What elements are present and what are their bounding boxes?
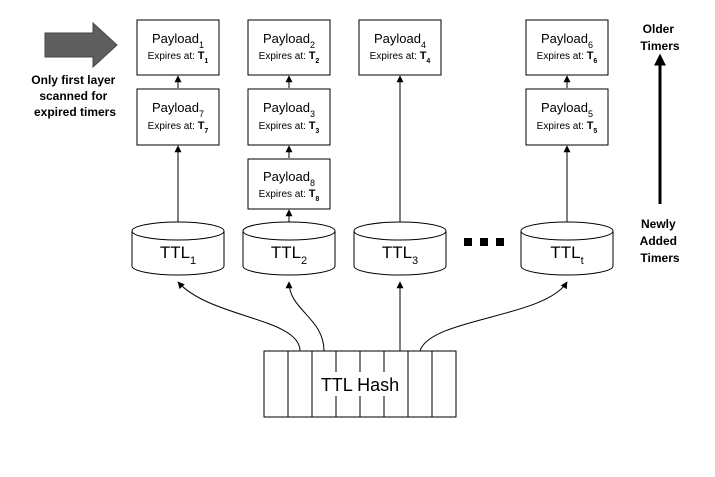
- svg-text:Payload5: Payload5: [541, 100, 593, 119]
- svg-text:Expires at: T1: Expires at: T1: [148, 50, 209, 65]
- ttl-bucket-1: TTL1: [131, 221, 225, 276]
- svg-text:TTL1: TTL1: [160, 243, 196, 267]
- newly-added-timers-label: Newly Added Timers: [640, 217, 681, 265]
- ttl-bucket-2: TTL2: [242, 221, 336, 276]
- svg-text:TTL3: TTL3: [382, 243, 418, 267]
- svg-text:Expires at: T5: Expires at: T5: [537, 120, 598, 135]
- svg-text:Expires at: T3: Expires at: T3: [259, 120, 320, 135]
- payload-p5: Payload5 Expires at: T5: [525, 88, 609, 146]
- older-timers-label: Older Timers: [640, 22, 679, 53]
- svg-text:Payload7: Payload7: [152, 100, 204, 119]
- svg-text:Payload4: Payload4: [374, 31, 426, 50]
- scan-arrow-icon: [44, 21, 118, 69]
- ttl-bucket-3: TTL3: [353, 221, 447, 276]
- svg-text:Payload6: Payload6: [541, 31, 593, 50]
- ellipsis-icon: [464, 238, 504, 246]
- payload-p1: Payload1 Expires at: T1: [136, 19, 220, 76]
- svg-text:TTLt: TTLt: [550, 243, 583, 267]
- svg-text:Payload1: Payload1: [152, 31, 204, 50]
- payload-p7: Payload7 Expires at: T7: [136, 88, 220, 146]
- ttl-hash-table: TTL Hash: [263, 350, 457, 418]
- svg-text:Expires at: T7: Expires at: T7: [148, 120, 209, 135]
- payload-p2: Payload2 Expires at: T2: [247, 19, 331, 76]
- svg-text:Payload8: Payload8: [263, 169, 315, 188]
- payload-p8: Payload8 Expires at: T8: [247, 158, 331, 210]
- hash-connectors: [177, 281, 568, 352]
- scan-note: Only first layer scanned for expired tim…: [31, 73, 118, 119]
- svg-text:Expires at: T8: Expires at: T8: [259, 188, 320, 203]
- svg-text:Expires at: T2: Expires at: T2: [259, 50, 320, 65]
- payload-p4: Payload4 Expires at: T4: [358, 19, 442, 76]
- svg-text:Payload2: Payload2: [263, 31, 315, 50]
- svg-text:TTL2: TTL2: [271, 243, 307, 267]
- chain-connectors: [174, 75, 571, 223]
- payload-p3: Payload3 Expires at: T3: [247, 88, 331, 146]
- svg-text:Expires at: T4: Expires at: T4: [370, 50, 431, 65]
- svg-text:Payload3: Payload3: [263, 100, 315, 119]
- ttl-bucket-t: TTLt: [520, 221, 614, 276]
- svg-text:Expires at: T6: Expires at: T6: [537, 50, 598, 65]
- payload-p6: Payload6 Expires at: T6: [525, 19, 609, 76]
- ttl-hash-label: TTL Hash: [321, 375, 399, 395]
